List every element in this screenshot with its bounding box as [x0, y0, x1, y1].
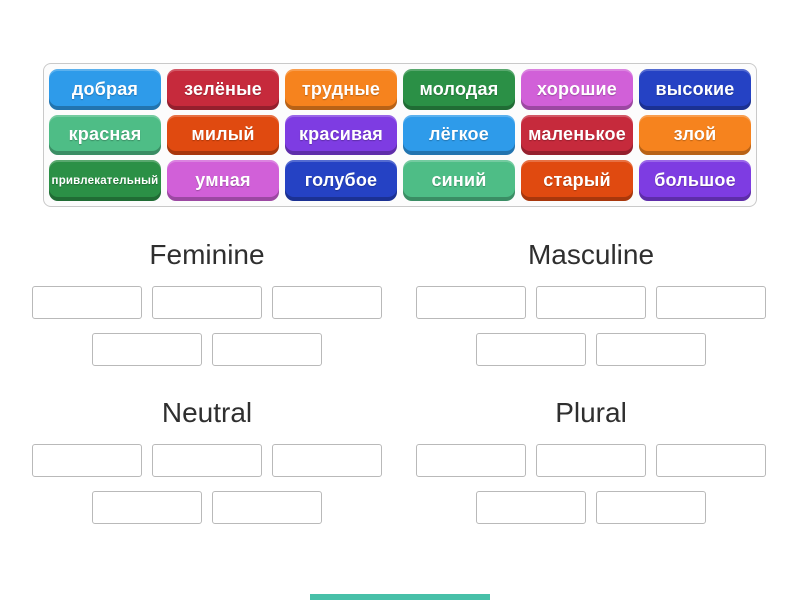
- word-tile[interactable]: милый: [167, 114, 279, 156]
- empty-slot[interactable]: [32, 286, 142, 319]
- category-slots: [411, 286, 771, 366]
- empty-slot[interactable]: [596, 491, 706, 524]
- slot-row: [411, 491, 771, 524]
- word-tile[interactable]: красная: [49, 114, 161, 156]
- empty-slot[interactable]: [92, 333, 202, 366]
- empty-slot[interactable]: [152, 444, 262, 477]
- empty-slot[interactable]: [416, 286, 526, 319]
- slot-row: [27, 444, 387, 477]
- word-tile[interactable]: молодая: [403, 69, 515, 110]
- category-masculine: Masculine: [411, 238, 771, 366]
- word-tile[interactable]: привлекательный: [49, 160, 161, 201]
- slot-row: [411, 286, 771, 319]
- category-feminine: Feminine: [27, 238, 387, 366]
- empty-slot[interactable]: [536, 286, 646, 319]
- category-slots: [27, 444, 387, 524]
- word-tile[interactable]: маленькое: [521, 114, 633, 156]
- category-title: Masculine: [527, 239, 655, 270]
- word-tile[interactable]: злой: [639, 114, 751, 156]
- word-tile[interactable]: хорошие: [521, 69, 633, 110]
- slot-row: [411, 444, 771, 477]
- category-plural: Plural: [411, 396, 771, 524]
- empty-slot[interactable]: [536, 444, 646, 477]
- category-title: Feminine: [149, 239, 265, 270]
- empty-slot[interactable]: [272, 444, 382, 477]
- word-tile[interactable]: умная: [167, 160, 279, 201]
- word-tile[interactable]: старый: [521, 160, 633, 201]
- slot-row: [27, 333, 387, 366]
- category-neutral: Neutral: [27, 396, 387, 524]
- empty-slot[interactable]: [416, 444, 526, 477]
- word-tile[interactable]: красивая: [285, 114, 397, 156]
- word-tile[interactable]: большое: [639, 160, 751, 201]
- empty-slot[interactable]: [212, 491, 322, 524]
- word-tile[interactable]: лёгкое: [403, 114, 515, 156]
- word-tile[interactable]: зелёные: [167, 69, 279, 110]
- empty-slot[interactable]: [272, 286, 382, 319]
- word-tile[interactable]: синий: [403, 160, 515, 201]
- category-slots: [27, 286, 387, 366]
- empty-slot[interactable]: [656, 444, 766, 477]
- word-tile[interactable]: добрая: [49, 69, 161, 110]
- empty-slot[interactable]: [656, 286, 766, 319]
- category-title: Neutral: [161, 397, 253, 428]
- empty-slot[interactable]: [476, 491, 586, 524]
- slot-row: [27, 491, 387, 524]
- empty-slot[interactable]: [32, 444, 142, 477]
- word-tile[interactable]: высокие: [639, 69, 751, 110]
- empty-slot[interactable]: [212, 333, 322, 366]
- slot-row: [411, 333, 771, 366]
- category-title: Plural: [555, 397, 627, 428]
- slot-row: [27, 286, 387, 319]
- empty-slot[interactable]: [92, 491, 202, 524]
- empty-slot[interactable]: [596, 333, 706, 366]
- empty-slot[interactable]: [476, 333, 586, 366]
- empty-slot[interactable]: [152, 286, 262, 319]
- word-tile[interactable]: голубое: [285, 160, 397, 201]
- category-slots: [411, 444, 771, 524]
- bottom-bar: [310, 594, 490, 600]
- word-tile[interactable]: трудные: [285, 69, 397, 110]
